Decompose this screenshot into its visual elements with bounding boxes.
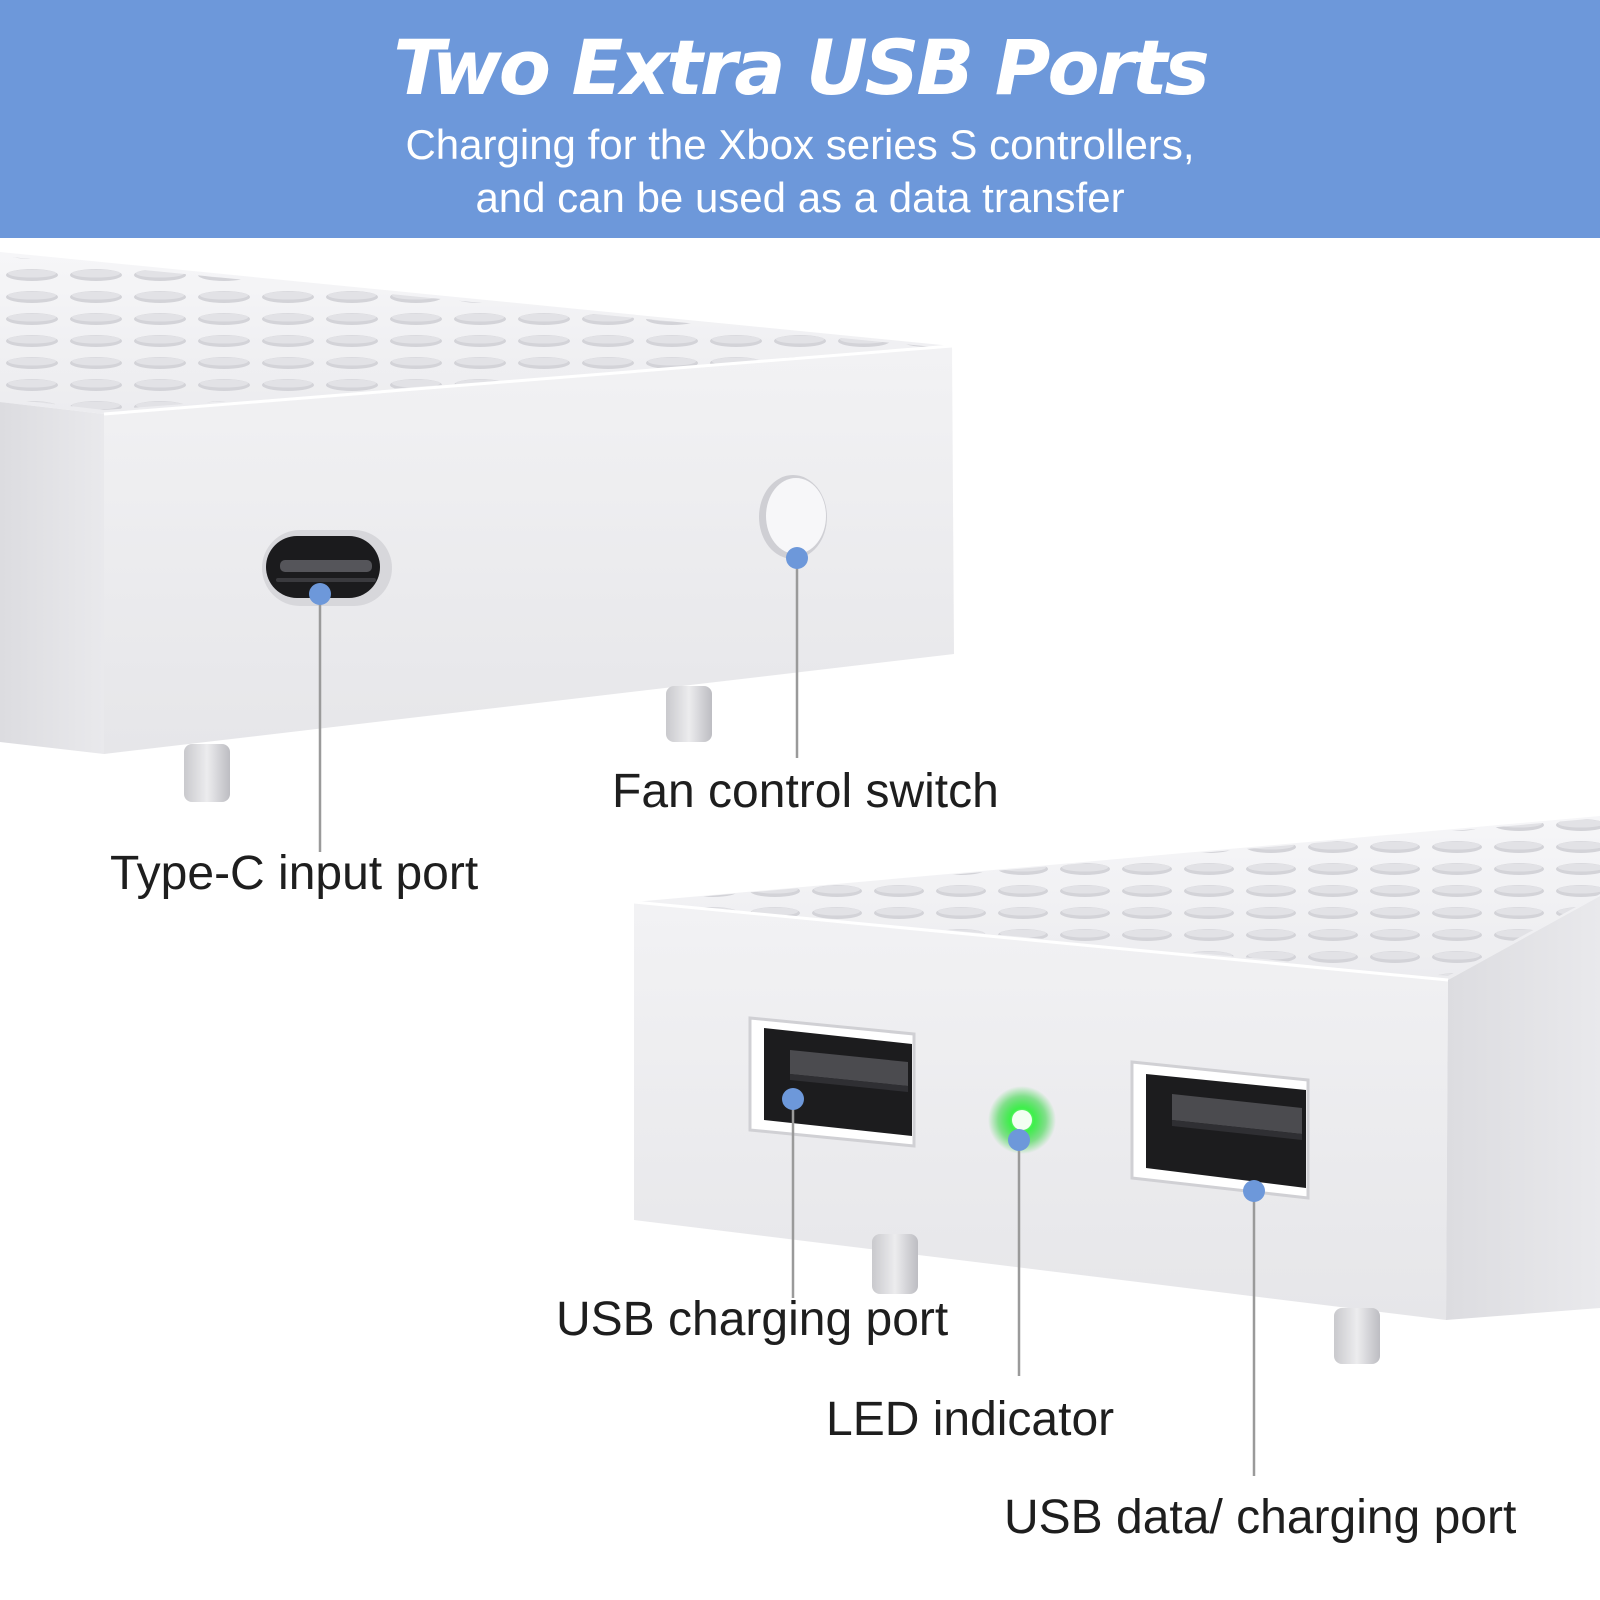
marker-fan-switch	[786, 547, 808, 569]
usb-a-port-right	[1130, 1060, 1310, 1200]
leader-lines	[318, 558, 1256, 1476]
lower-device-leg-right	[1334, 1308, 1380, 1364]
upper-device-edge	[103, 344, 953, 416]
lower-device-leg-left	[872, 1234, 918, 1294]
led-indicator	[988, 1086, 1056, 1154]
marker-type-c	[309, 583, 331, 605]
callout-usb-data-charging-port: USB data/ charging port	[1004, 1491, 1517, 1544]
marker-dots	[309, 547, 1265, 1202]
lower-device-vents	[640, 818, 1600, 976]
upper-device-front	[104, 346, 954, 754]
lower-device	[633, 816, 1600, 1364]
callout-fan-control-switch: Fan control switch	[612, 765, 999, 818]
headline: Two Extra USB Ports	[393, 23, 1210, 112]
callout-type-c-port: Type-C input port	[110, 847, 479, 900]
upper-device-vents	[0, 256, 944, 410]
marker-usb-data	[1243, 1180, 1265, 1202]
fan-switch-button	[759, 475, 827, 559]
subheadline-line-2: and can be used as a data transfer	[475, 174, 1125, 221]
upper-device-side	[0, 402, 104, 754]
header-band	[0, 0, 1600, 238]
marker-usb-charging	[782, 1088, 804, 1110]
upper-device-leg-right	[666, 686, 712, 742]
upper-device-leg-left	[184, 744, 230, 802]
upper-device	[0, 252, 954, 802]
callout-led-indicator: LED indicator	[826, 1393, 1115, 1446]
marker-led	[1008, 1129, 1030, 1151]
subheadline-line-1: Charging for the Xbox series S controlle…	[405, 121, 1195, 168]
usb-a-port-left	[748, 1016, 916, 1148]
lower-device-side	[1446, 896, 1600, 1320]
callout-usb-charging-port: USB charging port	[556, 1293, 949, 1346]
type-c-port	[262, 530, 392, 606]
lower-device-edge	[633, 900, 1449, 982]
